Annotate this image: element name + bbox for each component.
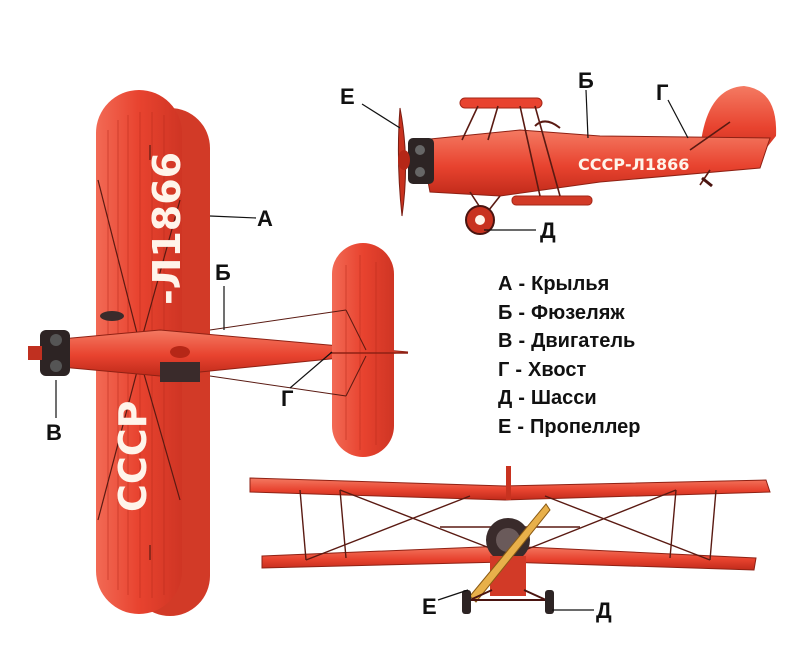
legend-separator: - — [518, 330, 526, 352]
legend-separator: - — [518, 301, 526, 324]
side-view-upper-wing — [459, 97, 543, 109]
callout-g-side: Г — [656, 80, 669, 105]
callout-leaders — [55, 89, 689, 611]
callout-d-front: Д — [596, 598, 612, 623]
legend-item: Б-Фюзеляж — [498, 299, 641, 328]
side-view-engine — [408, 138, 434, 184]
top-view-engine — [28, 330, 70, 376]
legend-letter: Е — [498, 415, 512, 438]
legend-letter: В — [498, 330, 513, 352]
legend-label: Крылья — [531, 273, 610, 295]
legend-letter: А — [498, 273, 513, 295]
legend-label: Шасси — [530, 387, 597, 409]
side-registration: СССР-Л1866 — [578, 155, 689, 174]
side-view-landing-gear — [465, 176, 713, 235]
callout-v: В — [46, 420, 62, 445]
legend-letter: Д — [498, 387, 513, 409]
front-view-aircraft — [249, 466, 771, 614]
legend-letter: Б — [498, 301, 513, 324]
legend-item: Г-Хвост — [498, 356, 641, 385]
top-view-aircraft: -Л1866 СССР — [28, 90, 409, 616]
legend-separator: - — [517, 415, 525, 438]
front-view-landing-gear — [469, 589, 547, 601]
legend-label: Пропеллер — [530, 415, 641, 438]
callout-b-top: Б — [215, 260, 231, 285]
callout-a: А — [257, 206, 273, 231]
top-wing-registration-number: -Л1866 — [145, 152, 189, 305]
legend-item: Д-Шасси — [498, 384, 641, 413]
side-view-aircraft: СССР-Л1866 — [397, 86, 777, 235]
legend-label: Фюзеляж — [531, 301, 625, 324]
legend-label: Хвост — [528, 358, 587, 381]
callout-e-side: Е — [340, 84, 355, 109]
legend-item: В-Двигатель — [498, 327, 641, 356]
legend-item: Е-Пропеллер — [498, 413, 641, 442]
callout-e-front: Е — [422, 594, 437, 619]
legend-separator: - — [515, 358, 523, 381]
side-view-fuselage — [419, 129, 771, 197]
legend-item: А-Крылья — [498, 270, 641, 299]
parts-legend: А-Крылья Б-Фюзеляж В-Двигатель Г-Хвост Д… — [498, 270, 641, 441]
legend-separator: - — [518, 273, 526, 295]
callout-b-side: Б — [578, 68, 594, 93]
top-wing-registration-country: СССР — [111, 400, 155, 512]
legend-letter: Г — [498, 358, 510, 381]
top-view-tailplane — [332, 243, 394, 457]
legend-separator: - — [518, 387, 525, 409]
legend-label: Двигатель — [531, 330, 636, 352]
callout-d-side: Д — [540, 218, 556, 243]
callout-g-top: Г — [281, 386, 294, 411]
side-view-lower-wing — [511, 195, 593, 206]
